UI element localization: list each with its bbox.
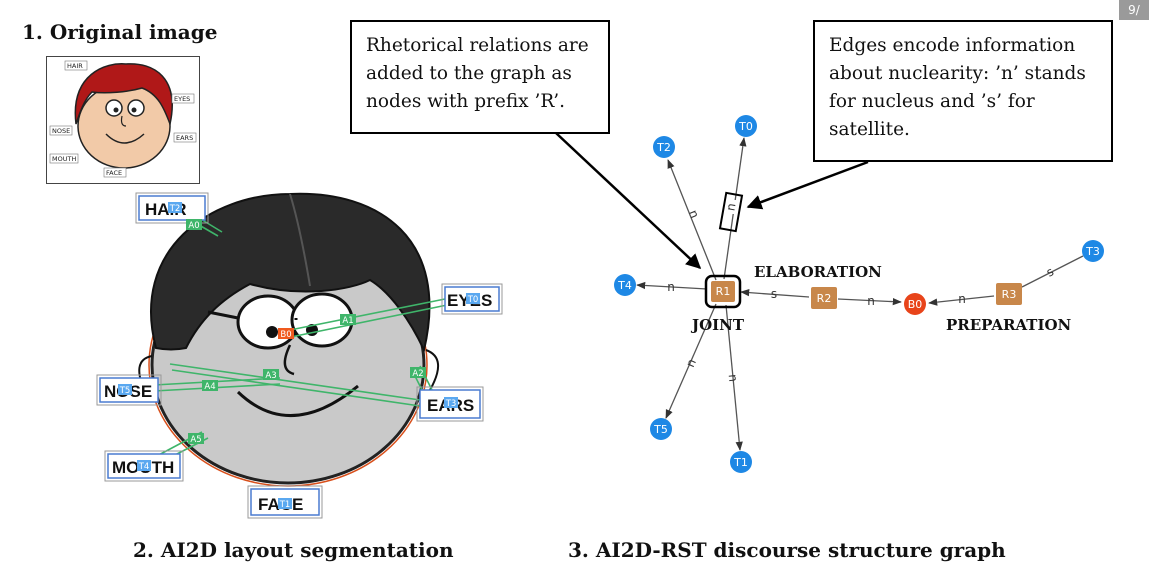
thumb-label-hair: HAIR: [67, 62, 83, 70]
tag-t0: T0: [467, 295, 479, 305]
edge-label-r1-t0: n: [723, 202, 738, 212]
tag-a1: A1: [342, 316, 353, 326]
node-t1: [730, 451, 752, 473]
tag-t5: T5: [119, 386, 131, 396]
edge-r1-t2: [667, 159, 717, 281]
thumb-label-eyes: EYES: [174, 95, 190, 103]
node-r1-label: R1: [716, 285, 731, 298]
relation-label-preparation: PREPARATION: [946, 316, 1072, 334]
node-t5-label: T5: [653, 423, 668, 436]
node-t0-label: T0: [738, 120, 753, 133]
tag-a2: A2: [412, 369, 423, 379]
callout-edges-line-1: Edges encode information: [829, 35, 1076, 56]
node-t4: [614, 274, 636, 296]
node-t5: [650, 418, 672, 440]
relation-label-elaboration: ELABORATION: [754, 263, 882, 281]
thumb-label-mouth: MOUTH: [52, 155, 76, 163]
edge-label-r1-t1: n: [726, 373, 741, 382]
edge-label-r2-r1: s: [771, 287, 777, 301]
callout-edges: Edges encode information about nuclearit…: [813, 20, 1113, 162]
edge-label-r1-t4: n: [667, 280, 675, 294]
callout-edges-line-4: satellite.: [829, 119, 910, 140]
callout-pointer-relations: [555, 132, 702, 270]
node-r3: [996, 283, 1022, 305]
node-b0: [904, 293, 926, 315]
node-t2: [653, 136, 675, 158]
callout-relations-line-1: Rhetorical relations are: [366, 35, 589, 56]
edge-r1-t5: [665, 303, 717, 419]
node-t4-label: T4: [617, 279, 632, 292]
thumb-label-nose: NOSE: [52, 127, 70, 135]
edge-label-r2-b0: n: [867, 294, 875, 308]
edge-label-r3-t3: s: [1044, 264, 1056, 279]
tag-t3: T3: [445, 399, 457, 409]
tag-a5: A5: [190, 435, 201, 445]
edge-label-r1-t5: n: [683, 357, 699, 370]
node-t0: [735, 115, 757, 137]
graph-edges: [636, 137, 1084, 451]
relation-label-joint: JOINT: [690, 316, 745, 334]
original-image-heading: 1. Original image: [22, 20, 218, 44]
edge-r2-r1: [740, 288, 810, 298]
nuclearity-highlight-box: [718, 191, 744, 233]
node-r1-highlight: [704, 274, 742, 309]
callout-edges-line-2: about nuclearity: ’n’ stands: [829, 63, 1086, 84]
tag-a4: A4: [204, 382, 215, 392]
edge-r2-b0: [837, 297, 902, 306]
thumb-label-face: FACE: [106, 169, 122, 177]
node-t3: [1082, 240, 1104, 262]
callout-pointer-edges: [746, 160, 869, 210]
tag-t2: T2: [169, 204, 181, 214]
callout-relations-line-3: nodes with prefix ’R’.: [366, 91, 566, 112]
callout-edges-line-3: for nucleus and ’s’ for: [829, 91, 1035, 112]
callout-relations-line-2: added to the graph as: [366, 63, 572, 84]
node-b0-label: B0: [908, 298, 923, 311]
tag-a3: A3: [265, 371, 276, 381]
mouth-line: [236, 384, 359, 418]
edge-r3-t3: [1021, 255, 1084, 288]
edge-r1-t4: [636, 281, 708, 290]
thumb-label-ears: EARS: [176, 134, 193, 142]
page-number: 9/: [1119, 0, 1149, 20]
node-t1-label: T1: [733, 456, 748, 469]
callout-relations: Rhetorical relations are added to the gr…: [350, 20, 610, 134]
node-r1: [711, 281, 735, 302]
node-r2: [811, 287, 837, 309]
hair-shape: [150, 192, 431, 354]
tag-t4: T4: [138, 462, 150, 472]
thumb-hair: [74, 63, 173, 127]
tag-a0: A0: [188, 221, 199, 231]
edge-r1-t1: [725, 304, 743, 451]
node-t3-label: T3: [1085, 245, 1100, 258]
tag-t1: T1: [279, 500, 291, 510]
edge-r3-b0: [928, 295, 995, 306]
original-image-thumbnail: HAIR EYES NOSE EARS MOUTH FACE: [46, 56, 200, 184]
layout-segmentation-figure: HAIR EYES NOSE EARS MOUTH FACE A0 A1 A2 …: [96, 192, 503, 519]
tag-b0: B0: [280, 330, 291, 340]
node-t2-label: T2: [656, 141, 671, 154]
edge-label-r3-b0: n: [958, 292, 966, 306]
layout-segmentation-heading: 2. AI2D layout segmentation: [133, 538, 454, 562]
node-r3-label: R3: [1002, 288, 1017, 301]
discourse-graph-heading: 3. AI2D-RST discourse structure graph: [568, 538, 1006, 562]
node-r2-label: R2: [817, 292, 832, 305]
